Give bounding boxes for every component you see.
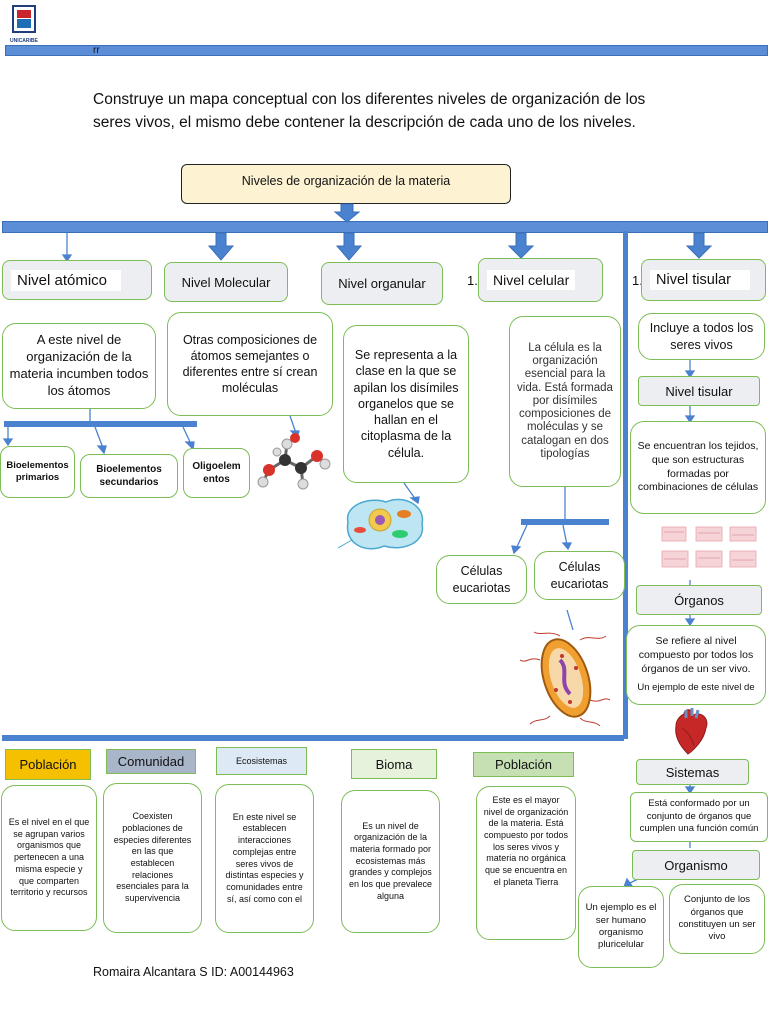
instructions-text: Construye un mapa conceptual con los dif… [93,91,646,132]
eco-tag-poblacion-label: Población [19,757,77,772]
bacterium-image [520,631,610,726]
tisular-desc: Incluye a todos los seres vivos [638,313,765,360]
molecular-desc-text: Otras composiciones de átomos semejantes… [182,332,318,396]
level-molecular[interactable]: Nivel Molecular [164,262,288,302]
organular-desc-text: Se representa a la clase en la que se ap… [353,348,459,460]
oligoelementos-text: Oligoelementos [192,461,241,485]
molecular-desc: Otras composiciones de átomos semejantes… [167,312,333,416]
author-footer: Romaira Alcantara S ID: A00144963 [93,965,294,979]
eco-desc-poblacion: Es el nivel en el que se agrupan varios … [1,785,97,931]
level-celular[interactable]: Nivel celular [478,258,603,302]
organos-level[interactable]: Órganos [636,585,762,615]
cell-organelles-image [338,498,424,550]
eco-desc-bioma: Es un nivel de organización de la materi… [341,790,440,933]
eco-tag-comunidad[interactable]: Comunidad [106,749,196,774]
eco-desc-poblacion-2: Este es el mayor nivel de organización d… [476,786,576,940]
organos-example-text: Un ejemplo de este nivel de [637,682,755,694]
organismo-desc: Conjunto de los órganos que constituyen … [669,884,765,954]
tisular-desc-text: Incluye a todos los seres vivos [649,321,754,352]
level-tisular[interactable]: Nivel tisular [641,259,766,301]
eco-tag-bioma[interactable]: Bioma [351,749,437,779]
level-molecular-label: Nivel Molecular [181,274,271,290]
diagram-title-text: Niveles de organización de la materia [241,174,451,188]
eco-desc-poblacion-2-text: Este es el mayor nivel de organización d… [483,795,569,887]
atomico-desc-text: A este nivel de organización de la mater… [9,332,149,398]
eco-desc-comunidad: Coexisten poblaciones de especies difere… [103,783,202,933]
celulas-eucariotas-2: Células eucariotas [534,551,625,600]
level-celular-prefix: 1. [467,273,478,288]
eco-tag-ecosistemas[interactable]: Ecosistemas [216,747,307,775]
level-atomico-label: Nivel atómico [11,269,121,291]
molecule-image [257,433,331,490]
university-logo: UNICARIBE [10,4,38,46]
eco-desc-ecosistemas: En este nivel se establecen interaccione… [215,784,314,933]
eco-tag-bioma-label: Bioma [375,756,413,772]
level-tisular-prefix: 1. [632,273,643,288]
celulas-eucariotas-1: Células eucariotas [436,555,527,604]
tissue-image [661,526,757,568]
atomico-desc: A este nivel de organización de la mater… [2,323,156,409]
organos-desc: Se refiere al nivel compuesto por todos … [626,625,766,705]
logo-text: UNICARIBE [10,38,38,44]
organular-desc: Se representa a la clase en la que se ap… [343,325,469,483]
heart-image [675,708,708,755]
level-organular-label: Nivel organular [338,276,426,291]
sistemas-level[interactable]: Sistemas [636,759,749,785]
header-mark: rr [93,45,100,56]
oligoelementos: Oligoelementos [183,448,250,498]
celulas-eucariotas-1-text: Células eucariotas [452,564,511,595]
eco-desc-ecosistemas-text: En este nivel se establecen interaccione… [225,811,304,904]
eco-tag-ecosistemas-label: Ecosistemas [235,756,288,766]
organismo-example-text: Un ejemplo es el ser humano organismo pl… [585,902,657,951]
diagram-title: Niveles de organización de la materia [181,164,511,204]
level-organular[interactable]: Nivel organular [321,262,443,305]
bioelementos-secundarios-text: Bioelementos secundarios [96,464,162,488]
eco-tag-poblacion[interactable]: Población [5,749,91,780]
sistemas-label: Sistemas [665,764,720,780]
eco-desc-bioma-text: Es un nivel de organización de la materi… [348,820,433,901]
celular-desc-text: La célula es la organización esencial pa… [517,342,613,460]
organismo-label: Organismo [664,857,728,873]
tisular-sub-desc-text: Se encuentran los tejidos, que son estru… [637,440,759,494]
eco-tag-comunidad-label: Comunidad [117,754,185,769]
organos-label: Órganos [674,592,724,608]
level-atomico[interactable]: Nivel atómico [2,260,152,300]
sistemas-desc-text: Está conformado por un conjunto de órgan… [639,798,759,835]
sistemas-desc: Está conformado por un conjunto de órgan… [630,792,768,842]
bioelementos-primarios-text: Bioelementos primarios [6,459,69,483]
tisular-sub-level[interactable]: Nivel tisular [638,376,760,406]
celular-desc: La célula es la organización esencial pa… [509,316,621,487]
organismo-example: Un ejemplo es el ser humano organismo pl… [578,886,664,968]
eco-desc-comunidad-text: Coexisten poblaciones de especies difere… [113,811,192,904]
organismo-level[interactable]: Organismo [632,850,760,880]
bioelementos-primarios: Bioelementos primarios [0,446,75,498]
organos-desc-text: Se refiere al nivel compuesto por todos … [638,635,754,675]
eco-tag-poblacion-2[interactable]: Población [473,752,574,777]
logo-emblem-icon [12,5,36,33]
tisular-sub-label: Nivel tisular [665,383,733,399]
eco-tag-poblacion-2-label: Población [494,757,553,772]
tisular-sub-desc: Se encuentran los tejidos, que son estru… [630,421,766,514]
bioelementos-secundarios: Bioelementos secundarios [80,454,178,498]
celulas-eucariotas-2-text: Células eucariotas [550,560,609,591]
level-celular-label: Nivel celular [487,270,576,290]
level-tisular-label: Nivel tisular [650,270,750,290]
eco-desc-poblacion-text: Es el nivel en el que se agrupan varios … [8,817,90,898]
organismo-desc-text: Conjunto de los órganos que constituyen … [678,894,756,943]
